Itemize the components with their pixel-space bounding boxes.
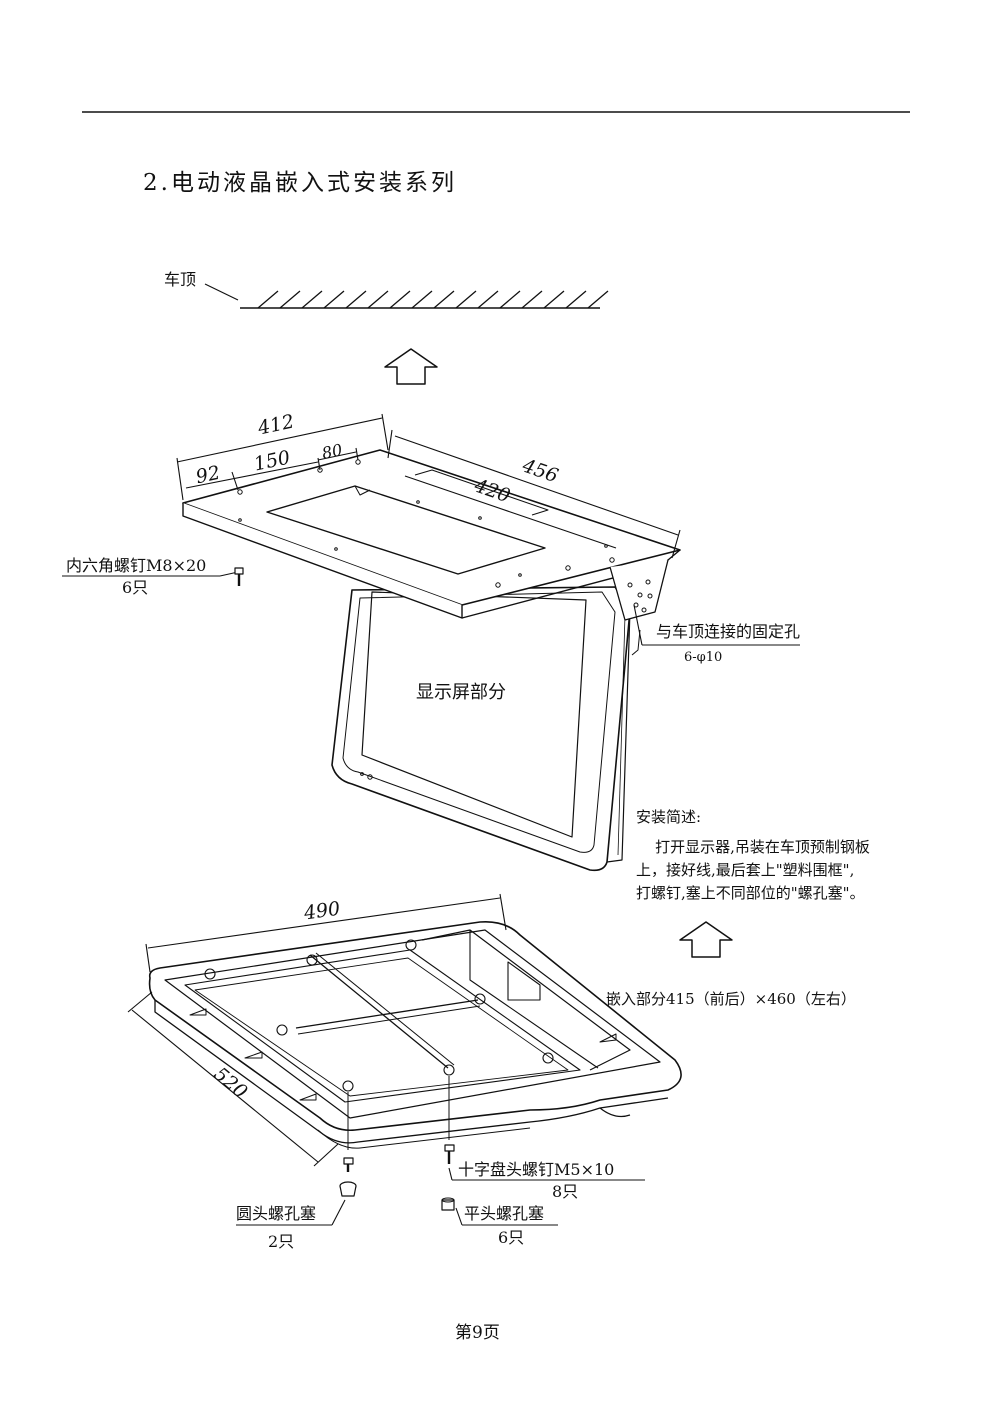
round-plug-qty: 2只	[268, 1232, 295, 1251]
hex-screw-label: 内六角螺钉M8×20	[66, 556, 207, 575]
up-arrow-top	[384, 348, 438, 385]
fixing-holes-leader	[633, 604, 800, 646]
mounting-plate	[182, 449, 681, 621]
flat-plug	[441, 1197, 558, 1226]
page-number: 第9页	[455, 1323, 500, 1343]
frame-dimension-lines	[127, 893, 507, 1167]
display-screen	[331, 586, 641, 872]
cross-screw	[444, 1076, 645, 1181]
fixing-holes-label: 与车顶连接的固定孔	[656, 622, 801, 641]
dim-80: 80	[320, 440, 345, 463]
fixing-holes-spec: 6-φ10	[684, 650, 723, 665]
screen-part-label: 显示屏部分	[416, 682, 506, 703]
round-plug-screw	[236, 1092, 357, 1226]
page-title: 2.电动液晶嵌入式安装系列	[143, 170, 457, 196]
dim-92: 92	[193, 461, 223, 489]
dim-490: 490	[302, 897, 342, 925]
hex-screw	[62, 567, 244, 586]
flat-plug-label: 平头螺孔塞	[464, 1204, 545, 1223]
notes-heading: 安装简述:	[636, 808, 702, 826]
cross-screw-qty: 8只	[552, 1182, 579, 1201]
round-plug-label: 圆头螺孔塞	[236, 1204, 317, 1223]
up-arrow-right	[679, 921, 733, 958]
embed-part-label: 嵌入部分415（前后）×460（左右）	[606, 990, 856, 1008]
plastic-frame	[148, 920, 682, 1149]
roof-symbol	[204, 283, 609, 309]
notes-body: 打开显示器,吊装在车顶预制钢板 上，接好线,最后套上"塑料围框", 打螺钉,塞上…	[636, 838, 870, 902]
cross-screw-label: 十字盘头螺钉M5×10	[458, 1160, 615, 1179]
hex-screw-qty: 6只	[122, 578, 149, 597]
flat-plug-qty: 6只	[498, 1228, 525, 1247]
plate-dimension-lines	[176, 413, 681, 559]
roof-label: 车顶	[164, 270, 197, 289]
